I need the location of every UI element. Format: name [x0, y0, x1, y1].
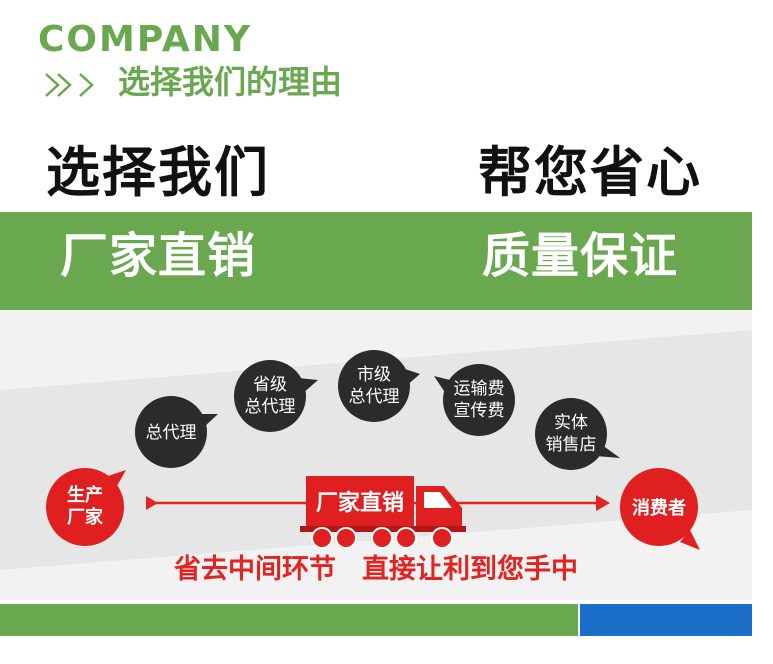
- truck-label: 厂家直销: [316, 490, 404, 516]
- truck-icon: 厂家直销: [300, 476, 466, 549]
- step-4-line-2: 宣传费: [454, 401, 505, 421]
- headline-right: 帮您省心: [478, 141, 702, 204]
- step-node-3: 市级 总代理: [338, 350, 420, 422]
- slogan-part-1: 省去中间环节: [174, 554, 336, 585]
- banner-text-right: 质量保证: [482, 228, 679, 284]
- step-2-line-2: 总代理: [245, 397, 296, 417]
- company-title: COMPANY: [38, 19, 252, 60]
- step-1-line-1: 总代理: [146, 423, 197, 443]
- step-node-1: 总代理: [135, 396, 218, 468]
- banner-text-left: 厂家直销: [60, 228, 257, 284]
- flow-arrow-tail: [146, 496, 158, 510]
- end-node: 消费者: [620, 468, 700, 550]
- footer-bar-green: [0, 604, 578, 636]
- start-line-2: 厂家: [67, 506, 104, 528]
- step-node-4: 运输费 宣传费: [434, 364, 515, 436]
- step-5-line-2: 销售店: [546, 435, 597, 455]
- footer-bar-blue: [580, 604, 752, 636]
- reason-title: 选择我们的理由: [118, 63, 343, 101]
- slogan: 省去中间环节直接让利到您手中: [0, 556, 752, 583]
- green-banner: [0, 212, 752, 310]
- step-3-line-1: 市级: [357, 365, 391, 385]
- step-node-5: 实体 销售店: [535, 398, 620, 470]
- headline-left: 选择我们: [46, 141, 270, 204]
- end-label: 消费者: [632, 497, 686, 519]
- flow-arrow-head: [596, 495, 610, 511]
- step-2-line-1: 省级: [253, 375, 287, 395]
- step-3-line-2: 总代理: [349, 387, 400, 407]
- double-chevron-right-icon: [45, 73, 94, 97]
- step-5-line-1: 实体: [554, 413, 588, 433]
- slogan-part-2: 直接让利到您手中: [362, 554, 578, 585]
- start-node: 生产 厂家: [46, 468, 126, 546]
- flow-backdrop: [0, 330, 752, 570]
- start-line-1: 生产: [67, 484, 103, 506]
- step-node-2: 省级 总代理: [234, 360, 318, 432]
- step-4-line-1: 运输费: [454, 379, 505, 399]
- distribution-flow-diagram: 生产 厂家 总代理 省级 总代理 市级 总代理 运输费 宣传费 实体 销售店 消…: [0, 330, 752, 570]
